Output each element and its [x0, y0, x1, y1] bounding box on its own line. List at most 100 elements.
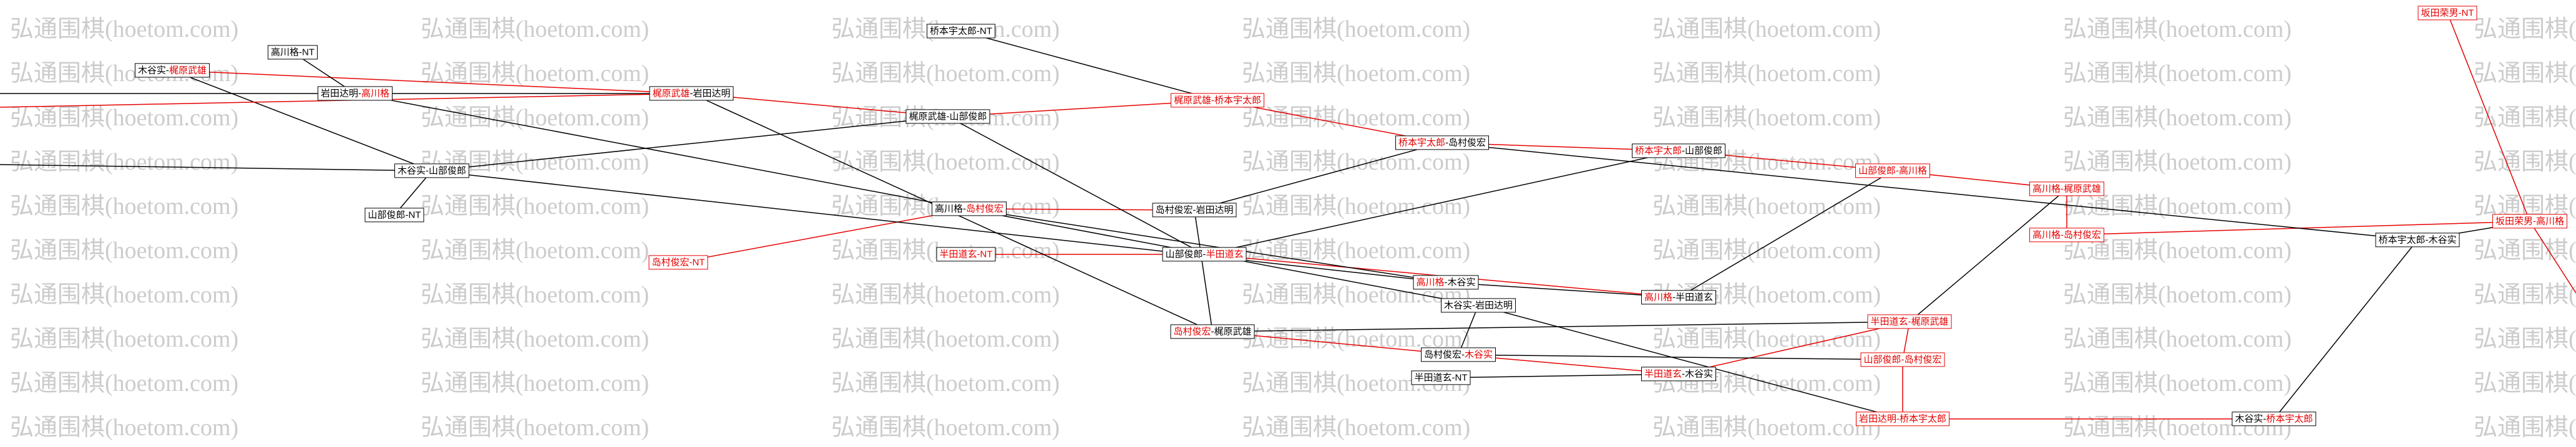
match-node-label: 高川格- [934, 203, 966, 214]
match-node-handa-nt-1[interactable]: 半田道玄-NT [936, 247, 996, 262]
match-node-handa-kitani[interactable]: 半田道玄-木谷实 [1641, 367, 1717, 382]
match-node-takagawa-nt[interactable]: 高川格-NT [268, 45, 318, 60]
match-node-handa-nt-2[interactable]: 半田道玄-NT [1411, 370, 1471, 385]
edge-line-black [1212, 321, 1910, 332]
match-node-shimamura-kajiwara[interactable]: 岛村俊宏-梶原武雄 [1170, 324, 1255, 339]
match-node-hashimoto-nt[interactable]: 桥本宇太郎-NT [927, 24, 995, 39]
match-node-label: -山部俊郎 [1682, 145, 1723, 156]
edge-line-black [1678, 170, 1893, 298]
match-node-label: 山部俊郎- [1165, 249, 1206, 260]
match-node-label: 高川格-梶原武雄 [2032, 183, 2101, 195]
edge-line-black [968, 208, 1447, 283]
match-node-label: 坂田荣男-高川格 [2496, 216, 2564, 227]
match-node-label: 梶原武雄-山部俊郎 [909, 111, 987, 122]
edge-line-black [947, 116, 1205, 255]
match-node-yamabe-takagawa[interactable]: 山部俊郎-高川格 [1855, 163, 1930, 178]
match-node-iwata-hashimoto[interactable]: 岩田达明-桥本宇太郎 [1856, 411, 1949, 426]
match-node-shimamura-kitani[interactable]: 岛村俊宏-木谷实 [1420, 347, 1496, 362]
match-node-kajiwara-hashimoto[interactable]: 梶原武雄-桥本宇太郎 [1171, 93, 1264, 108]
match-node-handa-kajiwara[interactable]: 半田道玄-梶原武雄 [1867, 314, 1952, 329]
match-node-label: 木谷实-山部俊郎 [398, 165, 466, 176]
match-node-yamabe-shimamura[interactable]: 山部俊郎-岛村俊宏 [1860, 352, 1945, 367]
edge-line-black [1194, 209, 1213, 332]
edge-line-black [2273, 239, 2418, 420]
edge-line-black [1458, 305, 1479, 355]
match-node-label: 高川格-NT [271, 47, 315, 58]
edge-line-black [1194, 142, 1443, 211]
edge-line-red [1678, 321, 1910, 375]
match-node-label: 岛村俊宏 [965, 203, 1004, 214]
match-node-takagawa-shimamura-2[interactable]: 高川格-岛村俊宏 [2029, 228, 2104, 243]
match-node-takagawa-kajiwara[interactable]: 高川格-梶原武雄 [2029, 181, 2104, 196]
match-node-label: -岛村俊宏 [1445, 137, 1486, 148]
match-node-label: 桥本宇太郎-NT [930, 26, 992, 37]
match-node-label: -梶原武雄 [1211, 326, 1252, 337]
edge-line-red [691, 93, 949, 117]
edge-line-black [1445, 282, 1679, 298]
match-node-label: 半田道玄-梶原武雄 [1870, 316, 1949, 327]
match-node-iwata-takagawa[interactable]: 岩田达明-高川格 [317, 86, 393, 101]
match-node-yamabe-handa[interactable]: 山部俊郎-半田道玄 [1162, 247, 1247, 262]
edge-line-black [431, 170, 1447, 283]
edge-line-black [1442, 142, 2418, 241]
match-node-label: -岩田达明 [690, 88, 731, 99]
match-node-label: 岩田达明- [320, 88, 361, 99]
match-node-kitani-hashimoto[interactable]: 木谷实-桥本宇太郎 [2232, 411, 2316, 426]
match-node-kitani-iwata[interactable]: 木谷实-岩田达明 [1441, 298, 1516, 313]
match-node-label: 高川格 [1644, 292, 1673, 303]
edge-line-red [678, 208, 970, 263]
match-node-hashimoto-shimamura[interactable]: 桥本宇太郎-岛村俊宏 [1395, 135, 1490, 150]
match-node-hashimoto-kitani[interactable]: 桥本宇太郎-木谷实 [2375, 233, 2460, 248]
match-node-label: 岛村俊宏 [1173, 326, 1211, 337]
match-node-sakata-nt[interactable]: 坂田荣男-NT [2417, 6, 2477, 21]
match-node-kajiwara-iwata[interactable]: 梶原武雄-岩田达明 [649, 86, 734, 101]
edge-line-black [394, 170, 432, 216]
match-node-takagawa-handa[interactable]: 高川格-半田道玄 [1641, 290, 1717, 305]
edge-line-black [1458, 354, 1903, 360]
edge-line-black [1440, 373, 1679, 378]
edge-line-black [1909, 188, 2067, 322]
match-node-label: 山部俊郎-NT [368, 209, 421, 221]
match-node-label: -半田道玄 [1672, 292, 1714, 303]
match-node-kitani-kajiwara[interactable]: 木谷实-梶原武雄 [134, 63, 210, 78]
edge-line-black [960, 31, 1218, 101]
match-node-label: 半田道玄-NT [1414, 372, 1468, 383]
match-node-label: 桥本宇太郎-木谷实 [2378, 234, 2457, 246]
match-node-label: 木谷实 [1464, 349, 1493, 360]
match-node-label: 木谷实- [137, 65, 169, 76]
match-node-label: 岛村俊宏-NT [651, 257, 705, 268]
match-node-takagawa-shimamura-1[interactable]: 高川格-岛村俊宏 [931, 201, 1007, 216]
match-node-label: -木谷实 [1682, 368, 1714, 380]
edge-line-black [0, 164, 432, 171]
match-node-label: 半田道玄 [1644, 368, 1682, 380]
edge-line-red [2447, 12, 2530, 222]
match-node-label: 坂田荣男-NT [2421, 7, 2474, 19]
match-node-takagawa-kitani[interactable]: 高川格-木谷实 [1413, 275, 1479, 290]
match-node-label: 半田道玄-NT [939, 249, 993, 260]
match-node-label: 木谷实-岩田达明 [1444, 300, 1513, 311]
match-node-label: 山部俊郎-岛村俊宏 [1863, 354, 1942, 365]
match-node-label: 木谷实- [2235, 413, 2266, 425]
match-node-shimamura-nt[interactable]: 岛村俊宏-NT [648, 255, 708, 270]
match-node-label: 桥本宇太郎 [2266, 413, 2313, 425]
match-node-label: 岩田达明-桥本宇太郎 [1859, 413, 1946, 425]
match-node-sakata-takagawa[interactable]: 坂田荣男-高川格 [2492, 214, 2567, 229]
match-node-label: 半田道玄 [1206, 249, 1244, 260]
match-node-label: 梶原武雄-桥本宇太郎 [1174, 95, 1261, 106]
edge-line-black [172, 70, 432, 171]
edge-line-black [1204, 150, 1679, 255]
match-node-label: 岛村俊宏-岩田达明 [1155, 204, 1234, 216]
match-node-kajiwara-yamabe[interactable]: 梶原武雄-山部俊郎 [905, 109, 990, 124]
match-node-hashimoto-yamabe[interactable]: 桥本宇太郎-山部俊郎 [1631, 143, 1726, 158]
edge-line-black [1478, 305, 1903, 420]
match-node-yamabe-nt[interactable]: 山部俊郎-NT [364, 208, 424, 223]
match-node-label: 梶原武雄 [652, 88, 690, 99]
match-node-label: 山部俊郎-高川格 [1858, 165, 1927, 176]
match-node-kitani-yamabe[interactable]: 木谷实-山部俊郎 [394, 163, 469, 178]
match-node-shimamura-iwata[interactable]: 岛村俊宏-岩田达明 [1152, 203, 1237, 218]
match-node-label: -木谷实 [1444, 277, 1476, 288]
match-node-label: 高川格-岛村俊宏 [2032, 229, 2101, 241]
match-node-label: 桥本宇太郎 [1634, 145, 1682, 156]
